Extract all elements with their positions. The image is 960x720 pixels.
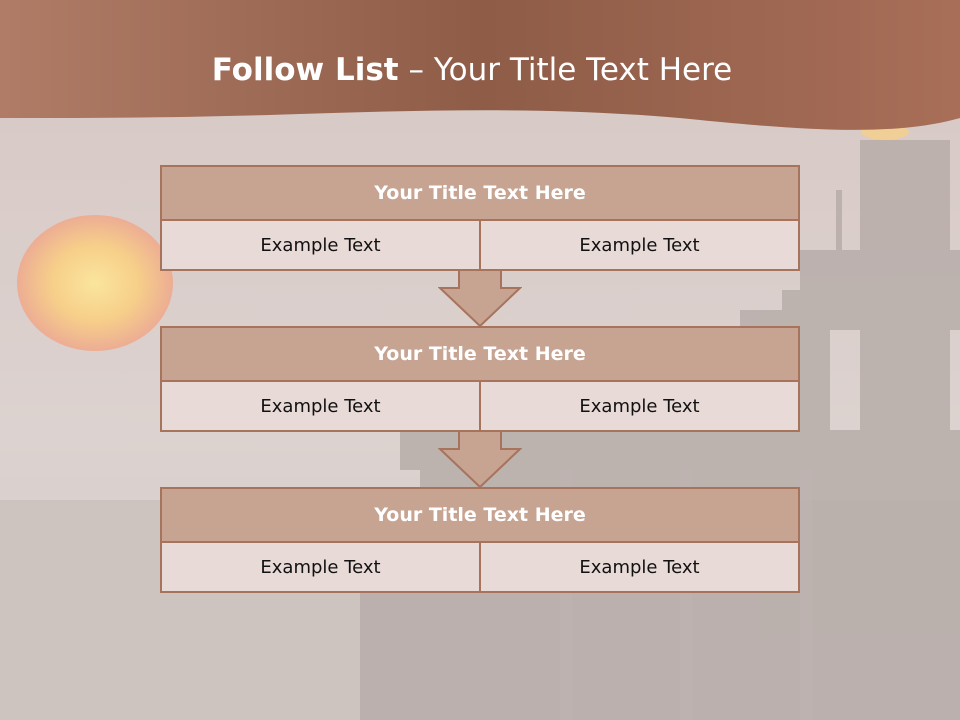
block-row: Example Text Example Text <box>160 221 800 271</box>
block-cell-left: Example Text <box>160 543 481 593</box>
list-block-1: Your Title Text Here Example Text Exampl… <box>160 165 800 271</box>
down-arrow-icon <box>438 270 522 328</box>
block-row: Example Text Example Text <box>160 543 800 593</box>
block-cell-left: Example Text <box>160 221 481 271</box>
title-rest: – Your Title Text Here <box>408 52 733 88</box>
list-block-3: Your Title Text Here Example Text Exampl… <box>160 487 800 593</box>
slide-title: Follow List – Your Title Text Here <box>0 52 944 88</box>
block-cell-left: Example Text <box>160 382 481 432</box>
block-title: Your Title Text Here <box>160 487 800 543</box>
title-bold: Follow List <box>211 52 399 88</box>
block-row: Example Text Example Text <box>160 382 800 432</box>
block-title: Your Title Text Here <box>160 326 800 382</box>
block-cell-right: Example Text <box>481 543 800 593</box>
down-arrow-icon <box>438 431 522 489</box>
list-block-2: Your Title Text Here Example Text Exampl… <box>160 326 800 432</box>
block-cell-right: Example Text <box>481 382 800 432</box>
block-title: Your Title Text Here <box>160 165 800 221</box>
block-cell-right: Example Text <box>481 221 800 271</box>
